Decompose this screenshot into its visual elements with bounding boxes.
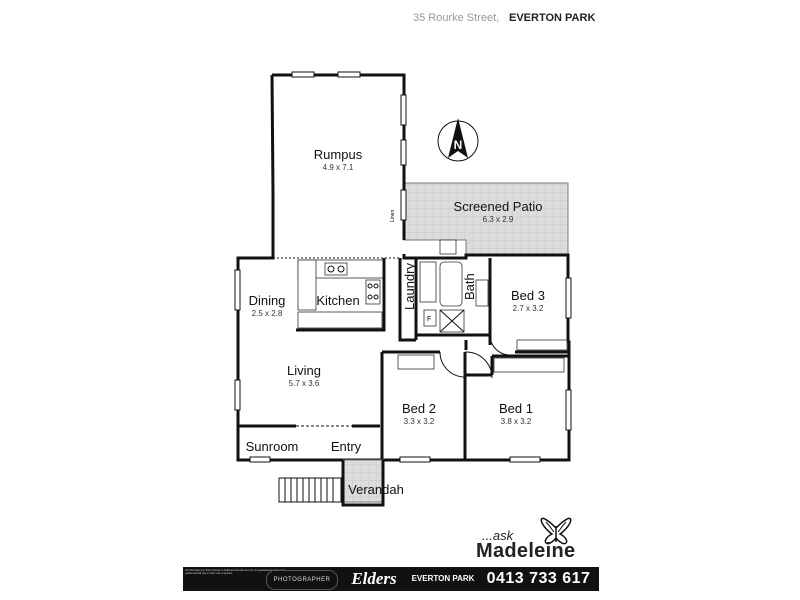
north-arrow-icon: N	[437, 118, 479, 162]
bed1-dims: 3.8 x 3.2	[501, 417, 532, 426]
patio-dims: 6.3 x 2.9	[483, 215, 514, 224]
kitchen-island	[297, 311, 383, 329]
suburb-title: EVERTON PARK	[509, 12, 596, 24]
bed3-robe	[516, 339, 568, 351]
fridge-label: F	[427, 316, 431, 323]
kitchen-label: Kitchen	[316, 293, 359, 308]
bed1-label: Bed 1	[499, 401, 533, 416]
patio-label: Screened Patio	[454, 199, 543, 214]
bed2-wall	[380, 350, 467, 460]
verandah-label: Verandah	[348, 482, 404, 497]
front-stairs	[278, 477, 342, 503]
laundry-label: Laundry	[402, 263, 417, 310]
bed3-label: Bed 3	[511, 288, 545, 303]
laundry-tub	[419, 261, 437, 303]
bed1-wall	[465, 354, 568, 377]
bath-label: Bath	[462, 273, 477, 300]
laundry-wall	[398, 258, 416, 342]
agent-tagline: ...ask	[482, 528, 514, 543]
butterfly-icon	[540, 517, 572, 545]
entry-label: Entry	[331, 439, 362, 454]
bed2-label: Bed 2	[402, 401, 436, 416]
living-label: Living	[287, 363, 321, 378]
vanity	[475, 279, 489, 307]
stove	[365, 279, 381, 305]
bed2-dims: 3.3 x 3.2	[404, 417, 435, 426]
kitchen-bench-left	[297, 259, 317, 311]
rumpus-label: Rumpus	[314, 147, 363, 162]
footer-suburb: EVERTON PARK	[411, 574, 475, 583]
page-header: 35 Rourke Street, EVERTON PARK	[0, 8, 800, 28]
patio-toilet	[439, 239, 457, 255]
footer-disclaimer: All information on this brochure is beli…	[185, 569, 285, 575]
living-dims: 5.7 x 3.6	[289, 379, 320, 388]
brand-logo: Elders	[343, 568, 405, 590]
bed2-robe	[397, 354, 435, 370]
sunroom-label: Sunroom	[246, 439, 299, 454]
verandah-area	[342, 459, 384, 503]
bed3-dims: 2.7 x 3.2	[513, 304, 544, 313]
bathtub	[439, 261, 463, 307]
photographer-logo: PHOTOGRAPHER	[266, 570, 338, 590]
north-label: N	[454, 138, 463, 152]
linen-label: Linen	[390, 210, 396, 222]
dining-label: Dining	[249, 293, 286, 308]
agent-name: Madeleine	[476, 540, 576, 562]
agent-phone[interactable]: 0413 733 617	[486, 570, 591, 587]
dining-dims: 2.5 x 2.8	[252, 309, 283, 318]
fridge	[423, 309, 437, 327]
street-address: 35 Rourke Street,	[413, 12, 500, 24]
windows	[234, 71, 572, 463]
bed1-robe	[493, 357, 565, 373]
rumpus-dims: 4.9 x 7.1	[323, 163, 354, 172]
